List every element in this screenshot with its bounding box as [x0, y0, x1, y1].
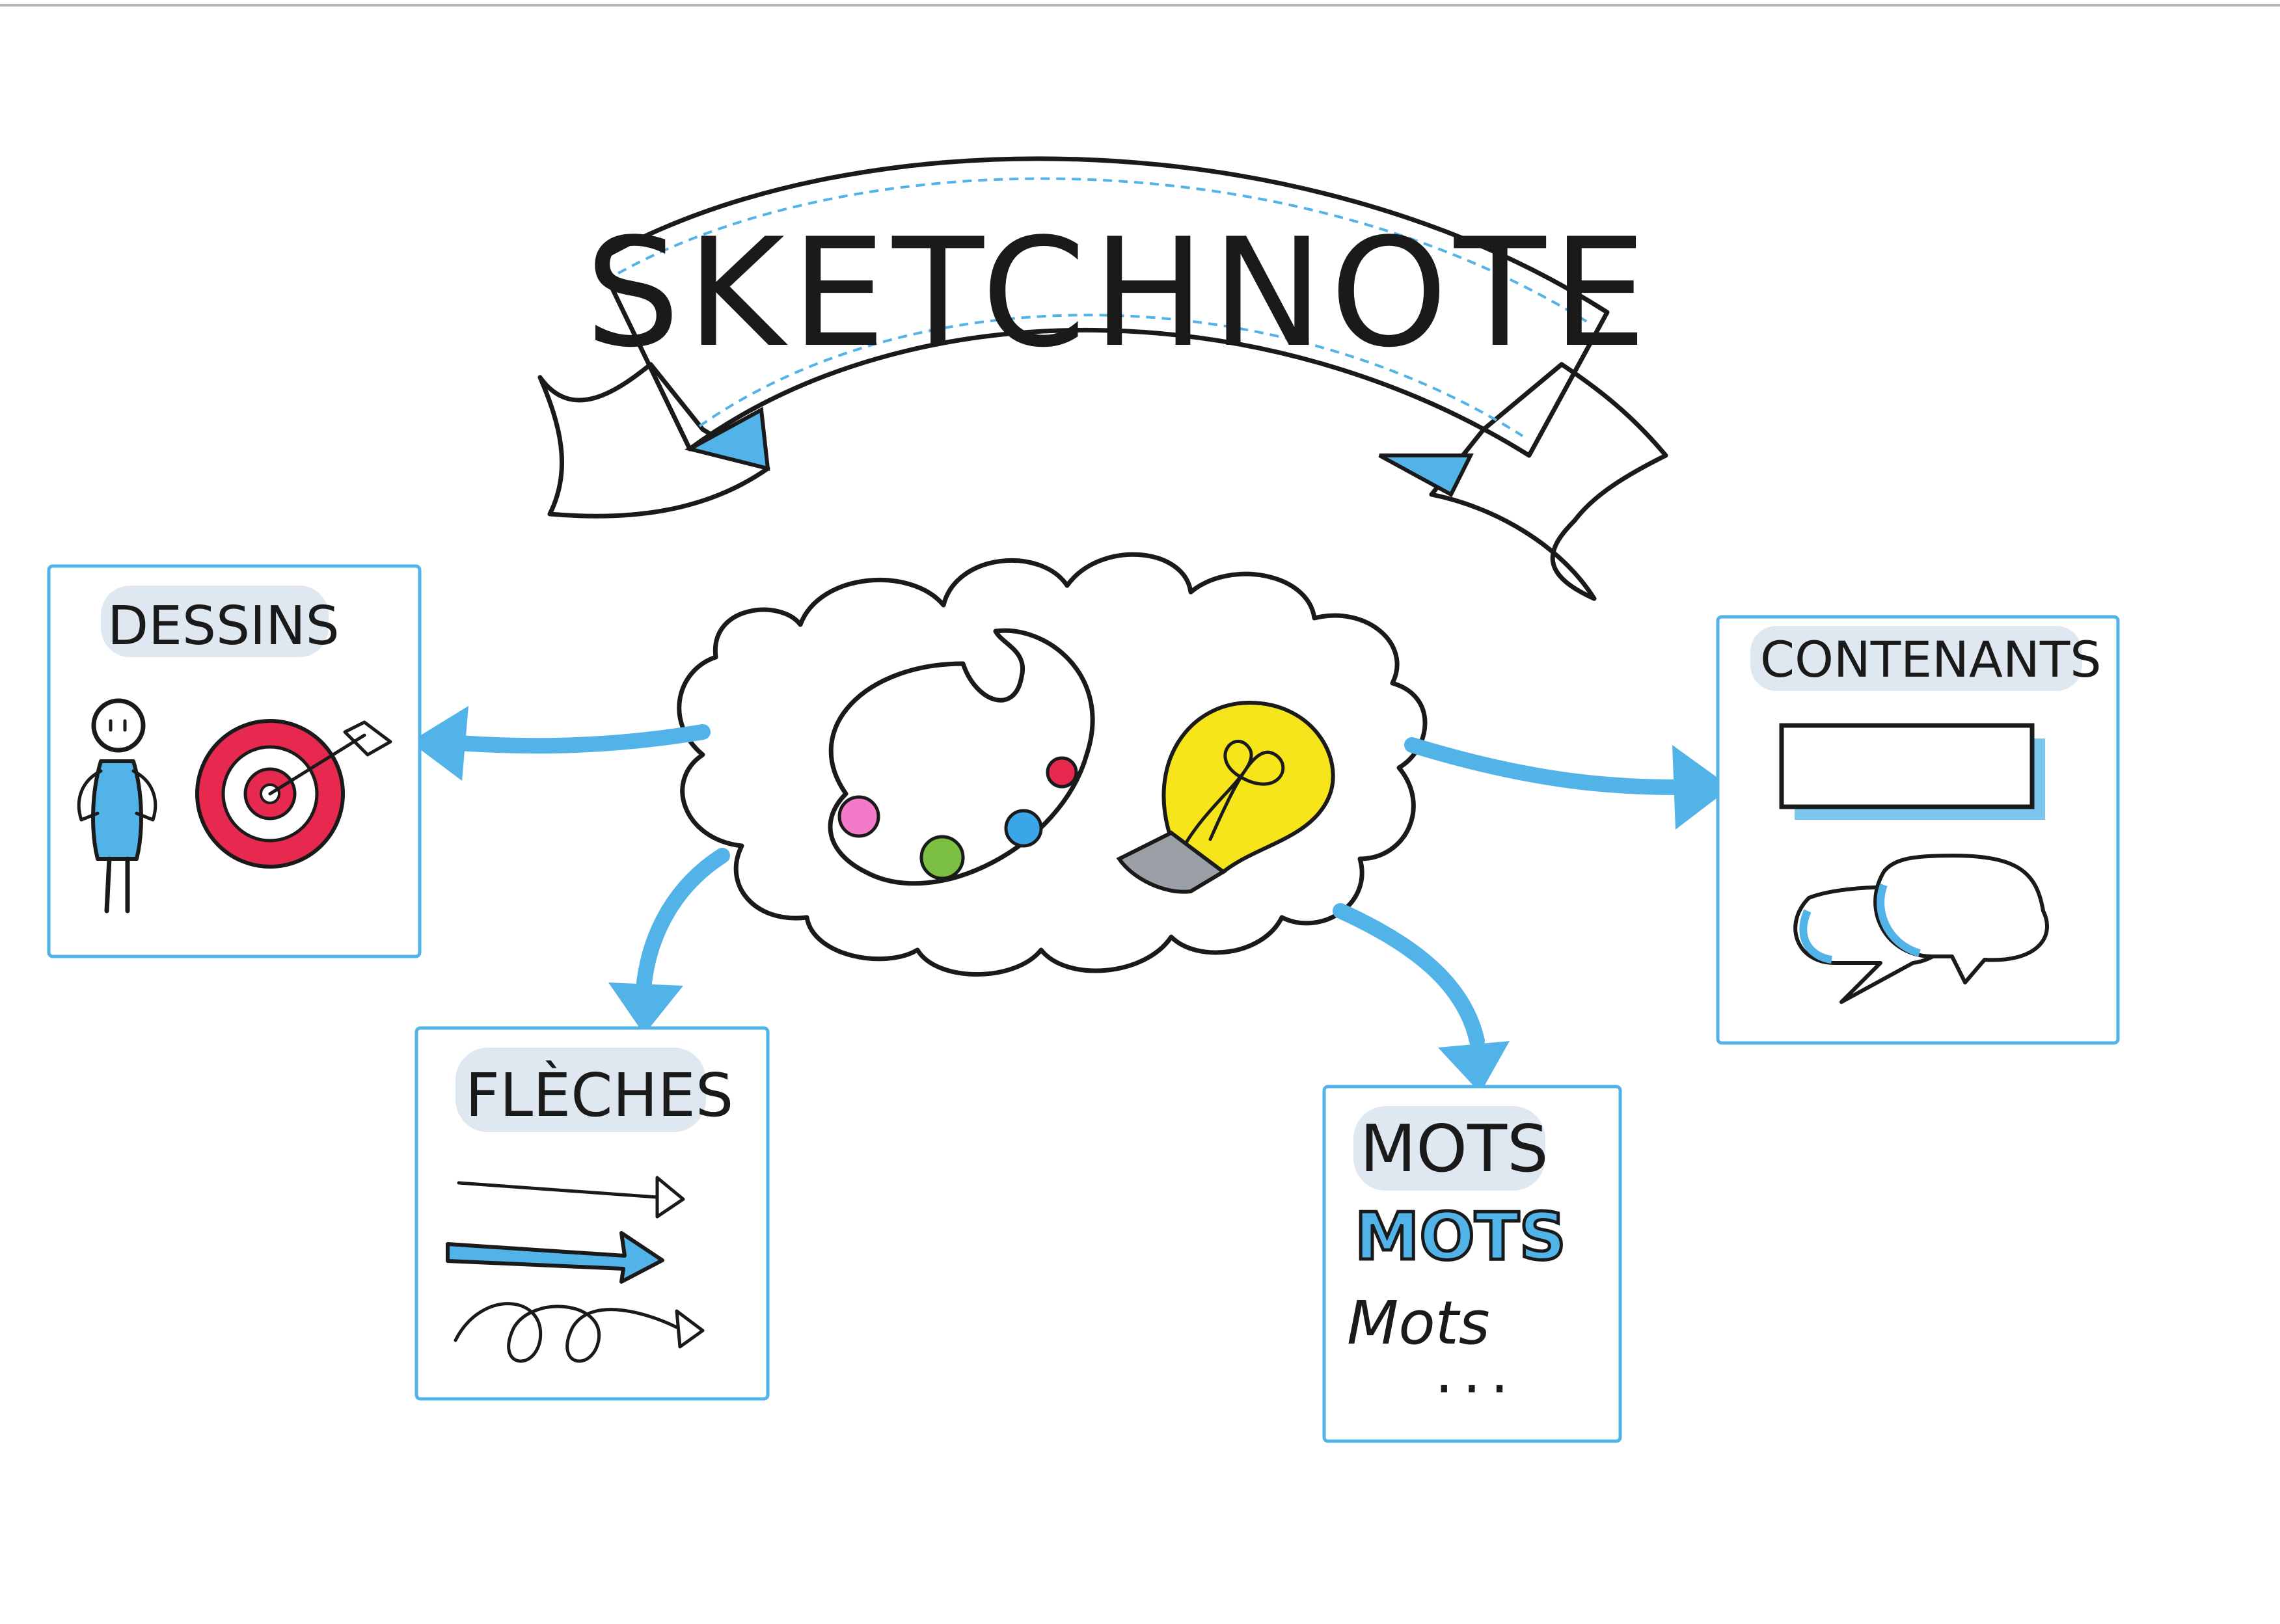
ribbon-stitch-top [618, 177, 1589, 323]
paint-blue [1004, 809, 1043, 848]
sketchnote-title: SKETCHNOTE [585, 207, 1653, 381]
speech-bubble-icon [1793, 854, 2049, 1004]
connector-arrows [410, 706, 1731, 1093]
lightbulb-icon [1116, 700, 1335, 894]
ribbon-banner: SKETCHNOTE [537, 156, 1668, 601]
ribbon-left-fold [684, 407, 770, 471]
arrow-to-mots [1333, 903, 1485, 1049]
arrow-to-mots-head [1438, 1041, 1510, 1093]
ribbon-right-fold [1378, 453, 1474, 498]
arrow-to-contenants [1404, 737, 1687, 795]
ribbon-left-tail [537, 362, 770, 519]
arrow-to-contenants-head [1672, 745, 1731, 830]
central-cloud [677, 552, 1428, 977]
ribbon-right-tail [1429, 362, 1668, 601]
rectangle-container-icon [1779, 723, 2045, 820]
paint-red [1046, 756, 1078, 789]
dessins-label-highlight [101, 586, 329, 657]
arrow-to-dessins-head [410, 706, 468, 781]
mots-word-plain: MOTS [1360, 1111, 1549, 1187]
fleches-box: FLÈCHES [414, 1026, 770, 1401]
arrow-to-dessins [435, 724, 711, 754]
bulb-filament [1182, 739, 1285, 848]
fleches-label-highlight [455, 1048, 706, 1132]
page-top-edge [0, 4, 2280, 7]
arrow-to-fleches-head [608, 982, 683, 1035]
mots-ellipsis: ... [1435, 1338, 1518, 1407]
mots-label-highlight [1353, 1106, 1545, 1191]
arrow-to-fleches [636, 848, 730, 990]
contenants-label: CONTENANTS [1760, 630, 2102, 688]
contenants-label-highlight [1750, 626, 2082, 691]
bulb-base [1116, 830, 1227, 894]
mots-word-outlined: MOTS [1355, 1198, 1566, 1275]
contenants-box: CONTENANTS [1716, 615, 2120, 1045]
ribbon-stitch-bottom [698, 314, 1524, 437]
mots-box: MOTS MOTS Mots ... [1322, 1085, 1622, 1443]
palette-icon [828, 628, 1095, 886]
fleches-label: FLÈCHES [465, 1060, 733, 1130]
dessins-box: DESSINS [47, 564, 422, 958]
target-icon [195, 719, 392, 869]
arrow-icon [446, 1176, 705, 1363]
paint-pink [837, 795, 880, 838]
mots-word-script: Mots [1347, 1288, 1490, 1358]
ribbon-band [596, 156, 1610, 458]
dessins-label: DESSINS [107, 595, 340, 657]
cloud-outline [677, 552, 1428, 977]
stick-figure-icon [77, 698, 157, 914]
paint-green [919, 835, 965, 880]
